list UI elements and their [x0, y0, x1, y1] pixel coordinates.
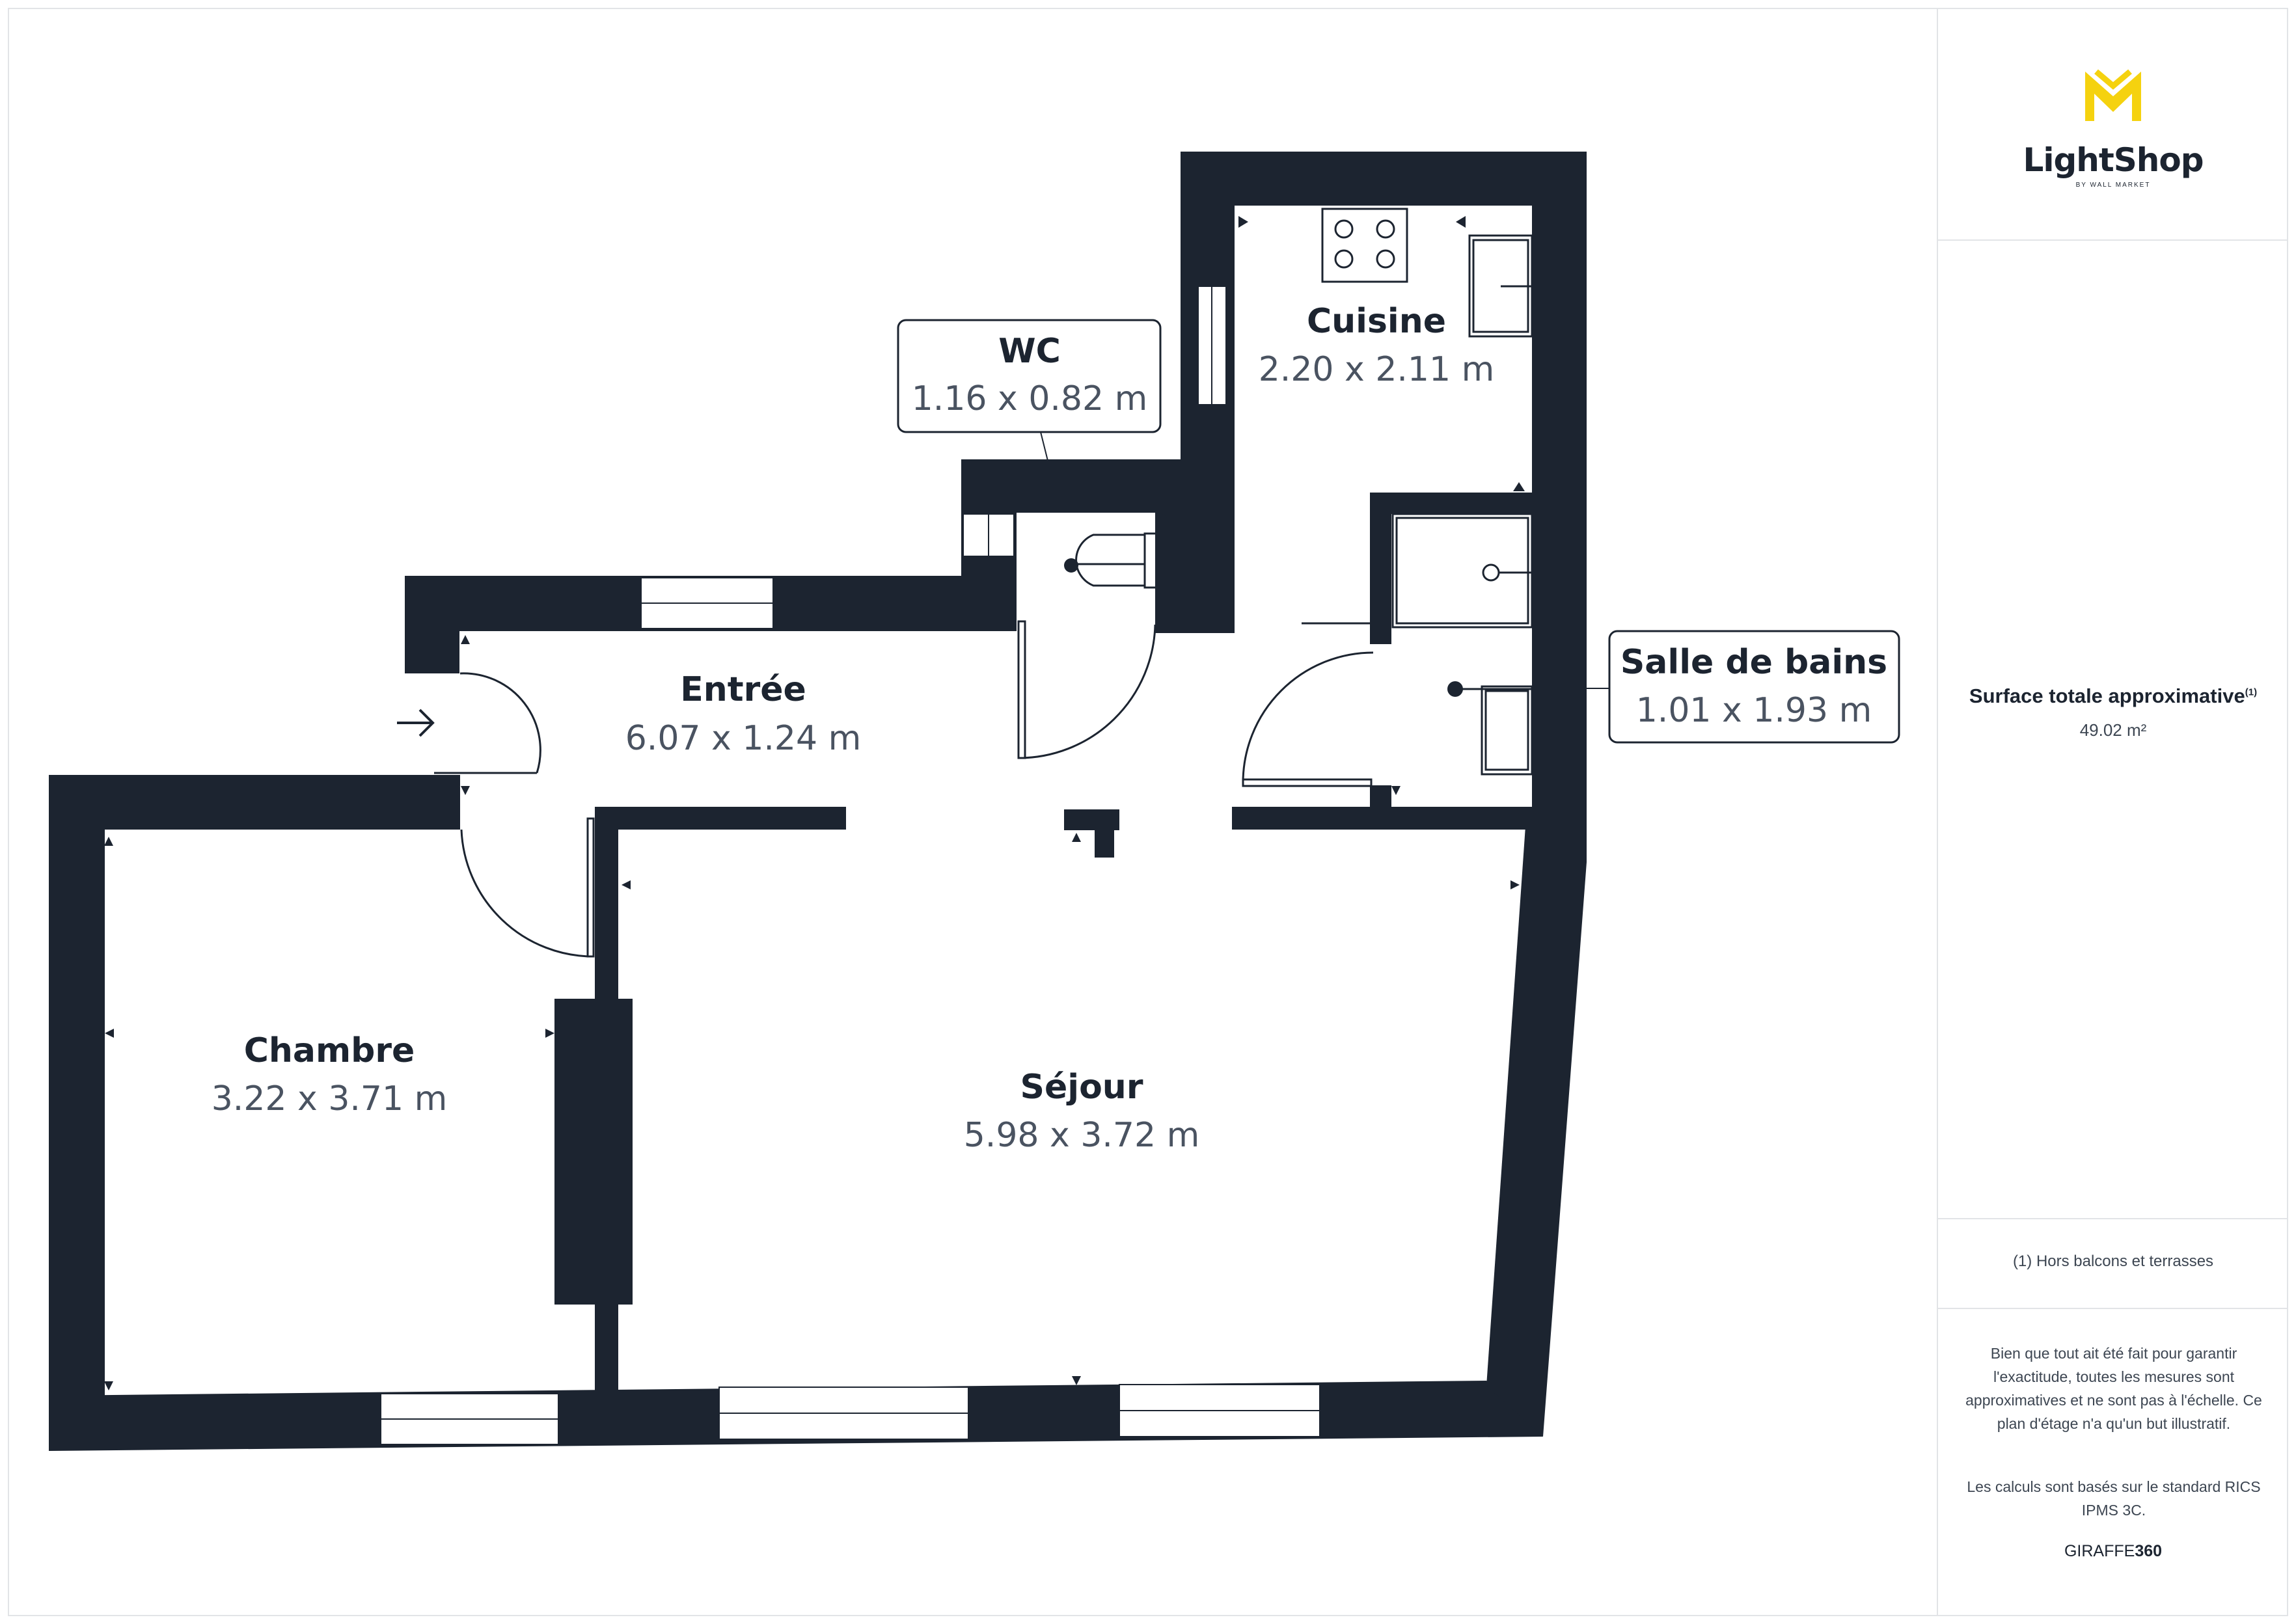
wall-sejour-top-left: [595, 807, 846, 830]
shower-icon: [1391, 513, 1533, 629]
door-entry-arc: [459, 672, 541, 774]
disclaimer-text: Bien que tout ait été fait pour garantir…: [1965, 1345, 2262, 1432]
cooktop-icon: [1321, 208, 1408, 283]
room-name-entree: Entrée: [680, 670, 806, 709]
room-name-wc: WC: [998, 332, 1061, 371]
entry-arrow-icon: [397, 709, 435, 737]
room-name-salle-de-bains: Salle de bains: [1620, 643, 1887, 682]
label-box-salle-de-bains: [1608, 630, 1900, 744]
wall-top-chambre: [49, 775, 460, 830]
stub-center: [1064, 809, 1119, 830]
wall-wc-top: [961, 459, 1235, 513]
wall-wc-right: [1155, 513, 1235, 633]
room-dims-sejour: 5.98 x 3.72 m: [964, 1116, 1200, 1155]
room-name-sejour: Séjour: [1020, 1068, 1143, 1107]
floor-plan: WC 1.16 x 0.82 m Cuisine 2.20 x 2.11 m E…: [49, 152, 1900, 1451]
footnote: (1) Hors balcons et terrasses: [2012, 1252, 2214, 1270]
info-sidebar: LightShop BY WALL MARKET Surface totale …: [1937, 8, 2288, 1616]
wall-right-sejour: [1486, 815, 1587, 1437]
room-dims-wc: 1.16 x 0.82 m: [912, 379, 1148, 418]
surface-label-text: Surface totale approximative: [1969, 684, 2245, 707]
door-bath-leaf: [1242, 778, 1373, 787]
giraffe360-brand: GIRAFFE360: [1938, 1542, 2288, 1561]
door-wc-leaf: [1017, 620, 1026, 759]
room-dims-entree: 6.07 x 1.24 m: [625, 719, 862, 758]
wall-bath-top: [1370, 493, 1532, 514]
wall-entree-left: [405, 576, 459, 673]
logo-tagline: BY WALL MARKET: [2075, 182, 2151, 189]
sidebar-divider: [1938, 239, 2288, 241]
logo-wordmark: LightShop: [2023, 141, 2204, 179]
door-wc-arc: [1018, 624, 1156, 759]
surface-note-marker: (1): [2245, 686, 2258, 698]
page-frame: [8, 8, 2288, 1616]
brand-left: GIRAFFE: [2064, 1542, 2135, 1560]
surface-label: Surface totale approximative(1): [1938, 684, 2288, 708]
door-chambre-leaf: [586, 817, 595, 958]
room-dims-cuisine: 2.20 x 2.11 m: [1259, 350, 1495, 389]
wall-right-kitchen-bath: [1532, 152, 1587, 862]
sidebar-divider: [1938, 1218, 2288, 1219]
toilet-icon: [1071, 532, 1172, 589]
label-box-wc: [897, 319, 1162, 433]
surface-value: 49.02 m²: [2079, 720, 2147, 740]
wall-left-chambre: [49, 775, 105, 1443]
brand-right: 360: [2135, 1542, 2163, 1560]
stub-center-2: [1095, 830, 1114, 858]
calculation-note: Les calculs sont basés sur le standard R…: [1967, 1478, 2261, 1519]
sink-bath-icon: [1481, 685, 1533, 776]
lightshop-logo-icon: [2085, 69, 2141, 121]
sidebar-divider: [1938, 1308, 2288, 1309]
wall-bath-stub: [1370, 785, 1391, 810]
room-dims-salle-de-bains: 1.01 x 1.93 m: [1636, 691, 1872, 730]
room-dims-chambre: 3.22 x 3.71 m: [212, 1079, 448, 1118]
wall-sejour-top-right: [1232, 807, 1532, 830]
wall-bath-left: [1370, 493, 1391, 644]
door-chambre-arc: [460, 829, 594, 958]
room-name-chambre: Chambre: [244, 1031, 415, 1070]
room-name-cuisine: Cuisine: [1307, 302, 1446, 341]
column-chambre: [554, 999, 633, 1305]
brand-logo: LightShop BY WALL MARKET: [1938, 66, 2288, 189]
door-bath-arc: [1242, 651, 1374, 783]
wall-top-kitchen: [1181, 152, 1587, 206]
